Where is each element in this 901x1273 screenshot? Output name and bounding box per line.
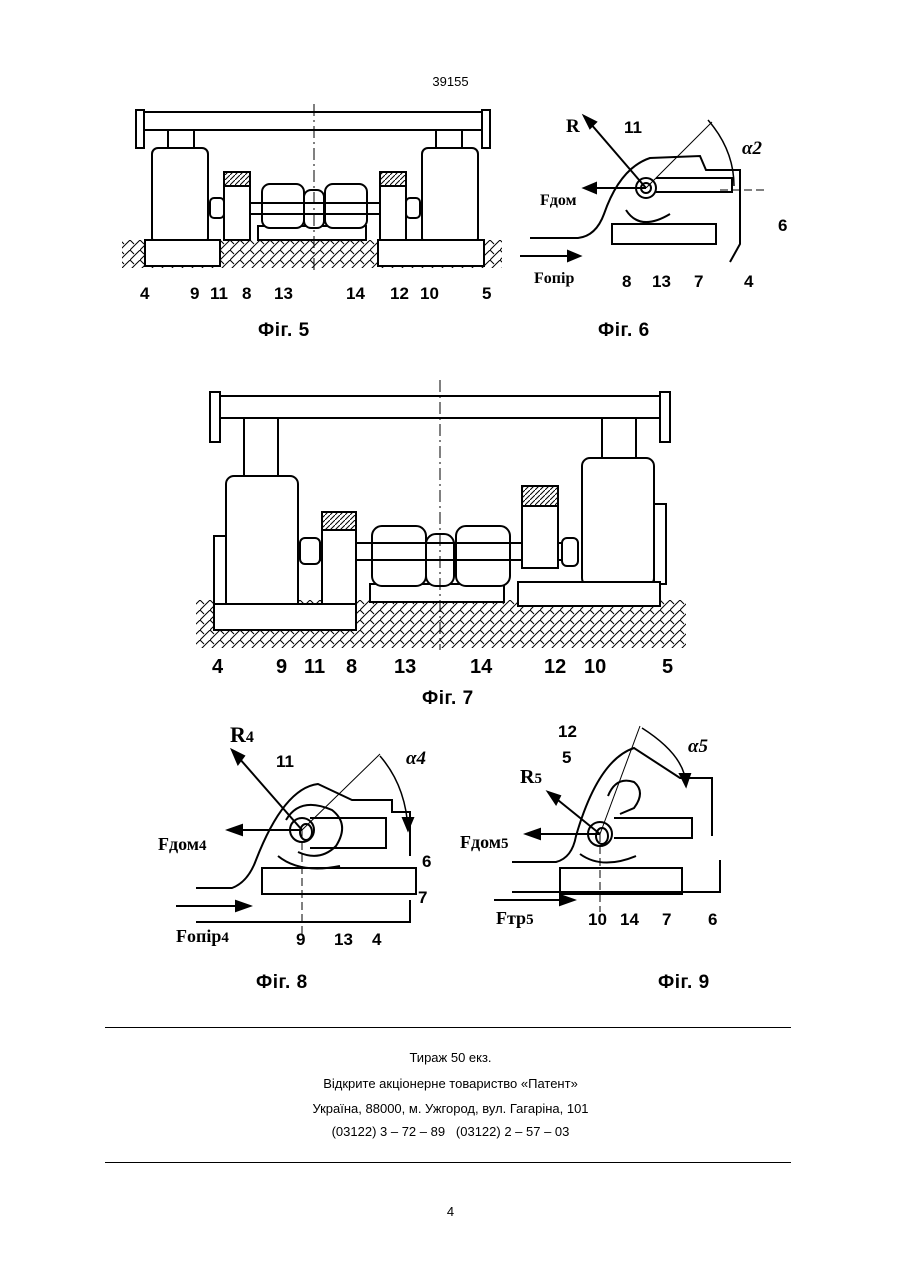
fig9-force-fdom: Fдом5 (460, 832, 509, 853)
fig5-label-12: 12 (390, 284, 409, 304)
fig6-alpha: α2 (742, 138, 762, 160)
figure-9-drawing (494, 726, 720, 912)
fig9-label-5: 5 (562, 748, 571, 768)
fig6-force-fopir: Fопір (534, 270, 574, 288)
fig7-caption: Фіг. 7 (422, 688, 474, 710)
fig5-label-4: 4 (140, 284, 149, 304)
fig9-caption: Фіг. 9 (658, 972, 710, 994)
fig5-label-13: 13 (274, 284, 293, 304)
figure-8-drawing (176, 750, 416, 936)
fig7-label-8: 8 (346, 656, 357, 679)
fig6-caption: Фіг. 6 (598, 320, 650, 342)
fig9-label-10: 10 (588, 910, 607, 930)
fig9-force-ftr: Fтр5 (496, 908, 534, 929)
fig8-label-7: 7 (418, 888, 427, 908)
fig9-label-12: 12 (558, 722, 577, 742)
footer-phones: (03122) 3 – 72 – 89 (03122) 2 – 57 – 03 (0, 1124, 901, 1139)
fig8-force-r: R4 (230, 722, 254, 748)
fig9-label-6: 6 (708, 910, 717, 930)
footer-bottom-rule (105, 1162, 791, 1163)
fig5-label-11: 11 (210, 284, 228, 304)
fig7-label-10: 10 (584, 656, 606, 679)
fig6-label-11: 11 (624, 118, 642, 138)
fig7-label-14: 14 (470, 656, 492, 679)
footer-address: Україна, 88000, м. Ужгород, вул. Гагарін… (0, 1101, 901, 1116)
fig7-label-12: 12 (544, 656, 566, 679)
fig8-force-fdom: Fдом4 (158, 834, 207, 855)
fig8-label-6: 6 (422, 852, 431, 872)
fig7-label-13: 13 (394, 656, 416, 679)
fig6-label-6: 6 (778, 216, 787, 236)
fig9-label-7: 7 (662, 910, 671, 930)
fig6-force-fdom: Fдом (540, 192, 576, 210)
fig6-label-8: 8 (622, 272, 631, 292)
footer-circulation: Тираж 50 екз. (0, 1050, 901, 1065)
fig5-label-5: 5 (482, 284, 491, 304)
footer-top-rule (105, 1027, 791, 1028)
fig7-label-4: 4 (212, 656, 223, 679)
fig5-label-9: 9 (190, 284, 199, 304)
fig8-caption: Фіг. 8 (256, 972, 308, 994)
fig9-label-14: 14 (620, 910, 639, 930)
figure-5-drawing (122, 104, 502, 270)
fig8-label-11: 11 (276, 752, 294, 772)
fig5-caption: Фіг. 5 (258, 320, 310, 342)
fig6-force-r: R (566, 116, 580, 138)
fig8-label-13: 13 (334, 930, 353, 950)
fig5-label-10: 10 (420, 284, 439, 304)
fig8-label-4: 4 (372, 930, 381, 950)
figure-7-drawing (196, 380, 686, 650)
footer-publisher: Відкрите акціонерне товариство «Патент» (0, 1076, 901, 1091)
page-number: 4 (0, 1204, 901, 1219)
fig7-label-11: 11 (304, 656, 325, 679)
fig8-force-fopir: Fопір4 (176, 926, 229, 947)
fig9-force-r: R5 (520, 766, 542, 789)
fig5-label-14: 14 (346, 284, 365, 304)
fig7-label-9: 9 (276, 656, 287, 679)
fig6-label-7: 7 (694, 272, 703, 292)
fig7-label-5: 5 (662, 656, 673, 679)
fig9-alpha: α5 (688, 736, 708, 758)
fig5-label-8: 8 (242, 284, 251, 304)
fig6-label-13: 13 (652, 272, 671, 292)
fig6-label-4: 4 (744, 272, 753, 292)
fig8-label-9: 9 (296, 930, 305, 950)
fig8-alpha: α4 (406, 748, 426, 770)
